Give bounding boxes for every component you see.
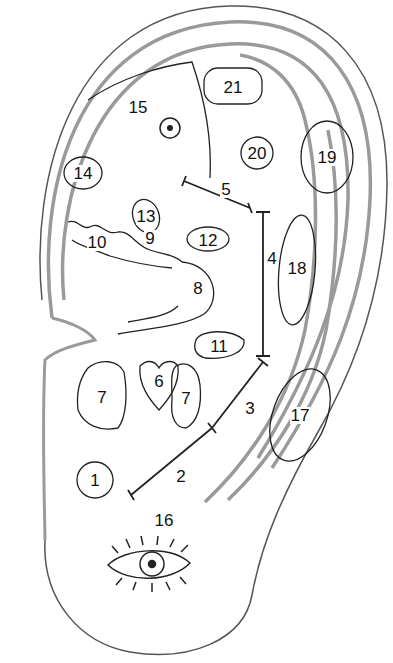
callout-number: 3 [244,400,255,417]
callout-number: 2 [175,468,186,485]
helix-rim [48,22,370,468]
zone-outline [88,62,210,178]
ear-outline [40,6,387,654]
antihelix [228,130,336,500]
bracket [182,176,252,213]
zone-outline [204,68,262,104]
callout-number: 14 [73,165,94,182]
zone-line [68,221,182,262]
callout-number: 9 [144,230,155,247]
callout-number: 8 [192,280,203,297]
zone-outline [140,362,178,410]
callout-number: 20 [247,145,268,162]
zone-outline [258,361,342,470]
antihelix [205,55,316,502]
zone-outline [195,332,244,359]
point-marker [167,125,173,131]
callout-number: 17 [290,407,311,424]
zone-outline [187,227,229,251]
callout-number: 18 [287,260,308,277]
zone-outline [241,137,273,169]
bracket [212,358,268,428]
callout-number: 15 [128,99,149,116]
zone-outline [64,157,102,189]
callout-number: 1 [89,472,100,489]
zone-outline [172,364,201,428]
concha-line [128,306,178,322]
callout-number: 7 [96,389,107,406]
zone-outline [77,362,126,430]
bracket [128,423,216,500]
callout-number: 11 [209,338,229,355]
zone-outline [301,121,353,193]
callout-number: 13 [136,208,157,225]
callout-number: 4 [266,250,277,267]
callout-number: 7 [180,390,191,407]
zone-outline [77,462,113,498]
tragus-edge [43,318,95,540]
callout-number: 12 [198,232,219,249]
callout-number: 19 [317,149,338,166]
point-marker [160,118,180,138]
callout-number: 5 [220,181,231,198]
callout-number: 10 [87,234,108,251]
concha-line [118,262,214,334]
callout-number: 16 [154,512,175,529]
callout-number: 6 [153,373,164,390]
eye-icon [108,536,190,592]
bracket [256,212,270,356]
callout-number: 21 [223,79,244,96]
zone-outline [274,214,319,327]
